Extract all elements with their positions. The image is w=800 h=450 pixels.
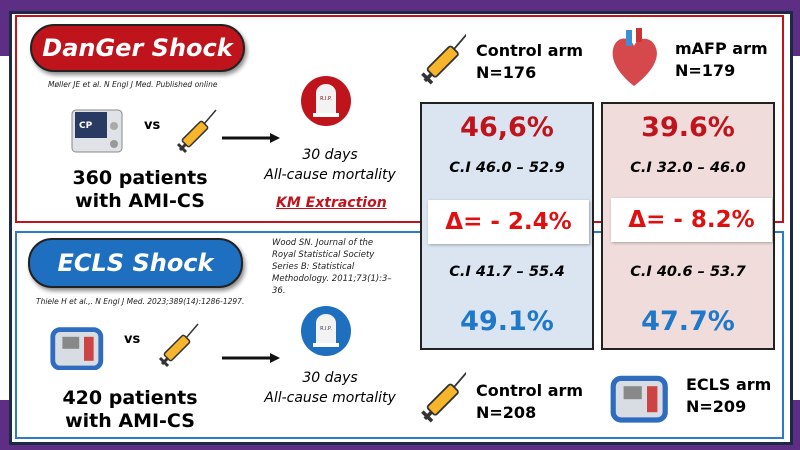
ecls-shock-section — [15, 231, 784, 439]
outcome-duration: 30 days — [302, 147, 358, 163]
arrow-icon — [222, 133, 280, 143]
svg-text:R.I.P.: R.I.P. — [320, 326, 332, 332]
syringe-icon — [420, 30, 466, 85]
syringe-icon — [158, 322, 200, 368]
km-extraction-link[interactable]: KM Extraction — [276, 195, 387, 211]
patients-count: 360 patients — [72, 167, 208, 189]
svg-text:CP: CP — [79, 121, 93, 131]
arm-label: ECLS arm — [686, 375, 772, 394]
danger-mafp-ci: C.I 32.0 – 46.0 — [630, 160, 746, 176]
control-delta: Δ= - 2.4% — [428, 200, 589, 244]
impella-monitor-icon: CP — [71, 109, 123, 153]
ecls-device-icon — [608, 368, 672, 424]
outcome-measure: All-cause mortality — [264, 167, 396, 183]
vs-label: vs — [144, 118, 161, 133]
ecls-ecls-ci: C.I 40.6 – 53.7 — [630, 264, 746, 280]
ecls-device-icon — [48, 320, 108, 370]
danger-shock-section — [15, 15, 784, 223]
arrow-icon — [222, 353, 280, 363]
tombstone-icon: R.I.P. — [301, 76, 351, 126]
arm-n: N=179 — [675, 61, 736, 80]
syringe-icon — [176, 108, 218, 154]
vs-label: vs — [124, 332, 141, 347]
arm-label: Control arm — [476, 381, 584, 400]
svg-text:R.I.P.: R.I.P. — [320, 96, 332, 102]
tombstone-icon: R.I.P. — [301, 306, 351, 356]
ecls-ecls-mortality: 47.7% — [641, 306, 735, 337]
heart-icon — [612, 28, 657, 86]
outcome-measure: All-cause mortality — [264, 390, 396, 406]
syringe-icon — [420, 368, 466, 424]
wood-citation: Wood SN. Journal of the Royal Statistica… — [272, 238, 392, 296]
arm-label: mAFP arm — [675, 39, 768, 58]
patients-condition: with AMI-CS — [65, 410, 195, 432]
ecls-shock-title: ECLS Shock — [28, 238, 243, 288]
ecls-control-ci: C.I 41.7 – 55.4 — [449, 264, 565, 280]
ecls-citation: Thiele H et al.,. N Engl J Med. 2023;389… — [36, 297, 245, 306]
danger-citation: Møller JE et al. N Engl J Med. Published… — [48, 80, 218, 89]
ecls-control-mortality: 49.1% — [460, 306, 554, 337]
arm-label: Control arm — [476, 41, 584, 60]
patients-count: 420 patients — [62, 387, 198, 409]
danger-mafp-mortality: 39.6% — [641, 112, 735, 143]
arm-n: N=208 — [476, 403, 537, 422]
outcome-duration: 30 days — [302, 370, 358, 386]
danger-control-mortality: 46,6% — [460, 112, 554, 143]
intervention-delta: Δ= - 8.2% — [611, 198, 772, 242]
patients-condition: with AMI-CS — [75, 190, 205, 212]
arm-n: N=176 — [476, 63, 537, 82]
danger-control-ci: C.I 46.0 – 52.9 — [449, 160, 565, 176]
arm-n: N=209 — [686, 397, 747, 416]
danger-shock-title: DanGer Shock — [30, 24, 245, 72]
